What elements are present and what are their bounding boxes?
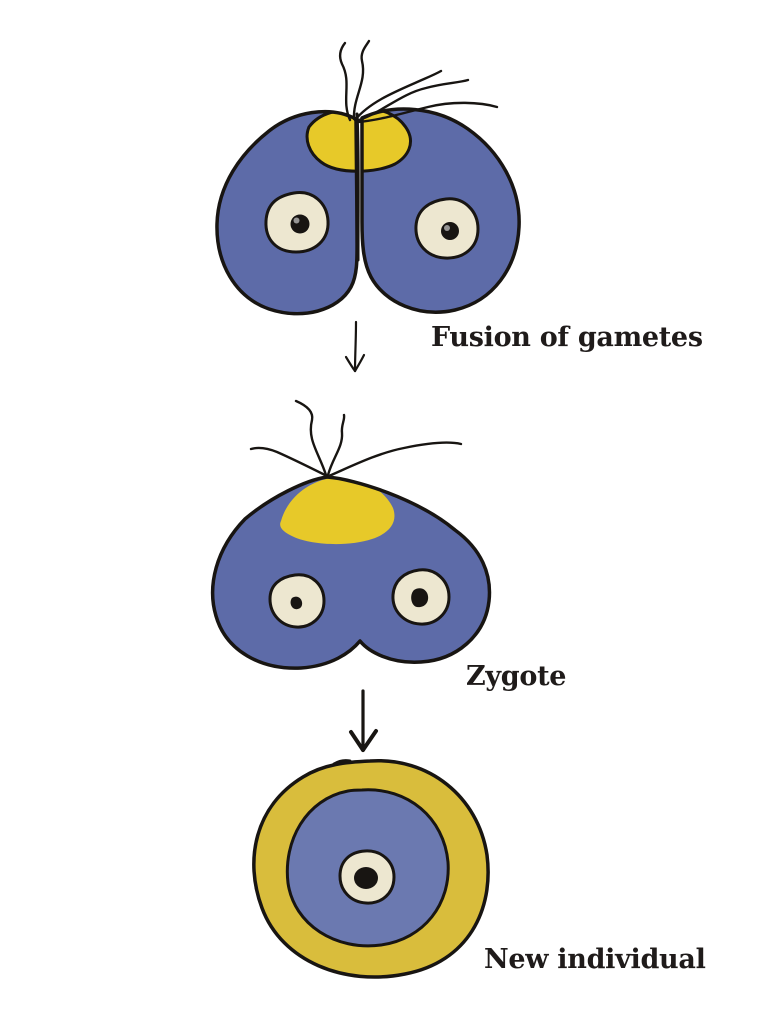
nucleolus-highlight xyxy=(293,217,300,224)
zygote-left-nucleus xyxy=(268,573,326,629)
nucleolus-dot xyxy=(354,867,378,889)
gamete-flagella xyxy=(338,39,499,124)
label-new-individual: New individual xyxy=(484,944,706,975)
flagellum-line xyxy=(326,413,346,477)
zygote-figure xyxy=(210,399,492,670)
label-fusion-of-gametes: Fusion of gametes xyxy=(431,322,703,353)
arrow-head xyxy=(353,353,366,373)
flagellum-line xyxy=(353,69,443,122)
flagellum-line xyxy=(294,399,328,477)
nucleolus-dot xyxy=(441,222,459,240)
nucleolus-dot xyxy=(290,214,310,234)
arrow-head xyxy=(344,355,357,373)
flagellum-line xyxy=(327,441,463,478)
gamete-pair-figure xyxy=(215,39,521,316)
flagellum-line xyxy=(354,78,470,123)
nucleolus-dot xyxy=(411,588,429,608)
nucleolus-dot xyxy=(290,596,303,610)
right-gamete-nucleus xyxy=(414,197,480,260)
fusion-seam-line xyxy=(355,112,360,262)
flagellum-line xyxy=(249,446,329,478)
label-zygote: Zygote xyxy=(466,661,567,692)
zygote-yellow-patch xyxy=(280,477,395,545)
arrow-down-2-icon xyxy=(349,689,378,752)
new-individual-figure xyxy=(252,759,490,979)
pen-speck xyxy=(332,759,352,766)
arrow-head xyxy=(349,730,365,752)
arrow-head xyxy=(361,729,378,752)
zygote-right-nucleus xyxy=(391,568,451,626)
flagellum-line xyxy=(338,41,352,122)
left-gamete-nucleus xyxy=(264,191,330,254)
arrow-shaft xyxy=(353,320,358,373)
flagellum-line xyxy=(356,101,499,124)
arrow-down-1-icon xyxy=(344,320,366,373)
zygote-flagella xyxy=(249,399,463,478)
flagellum-line xyxy=(352,39,371,121)
nucleolus-highlight xyxy=(444,225,450,231)
